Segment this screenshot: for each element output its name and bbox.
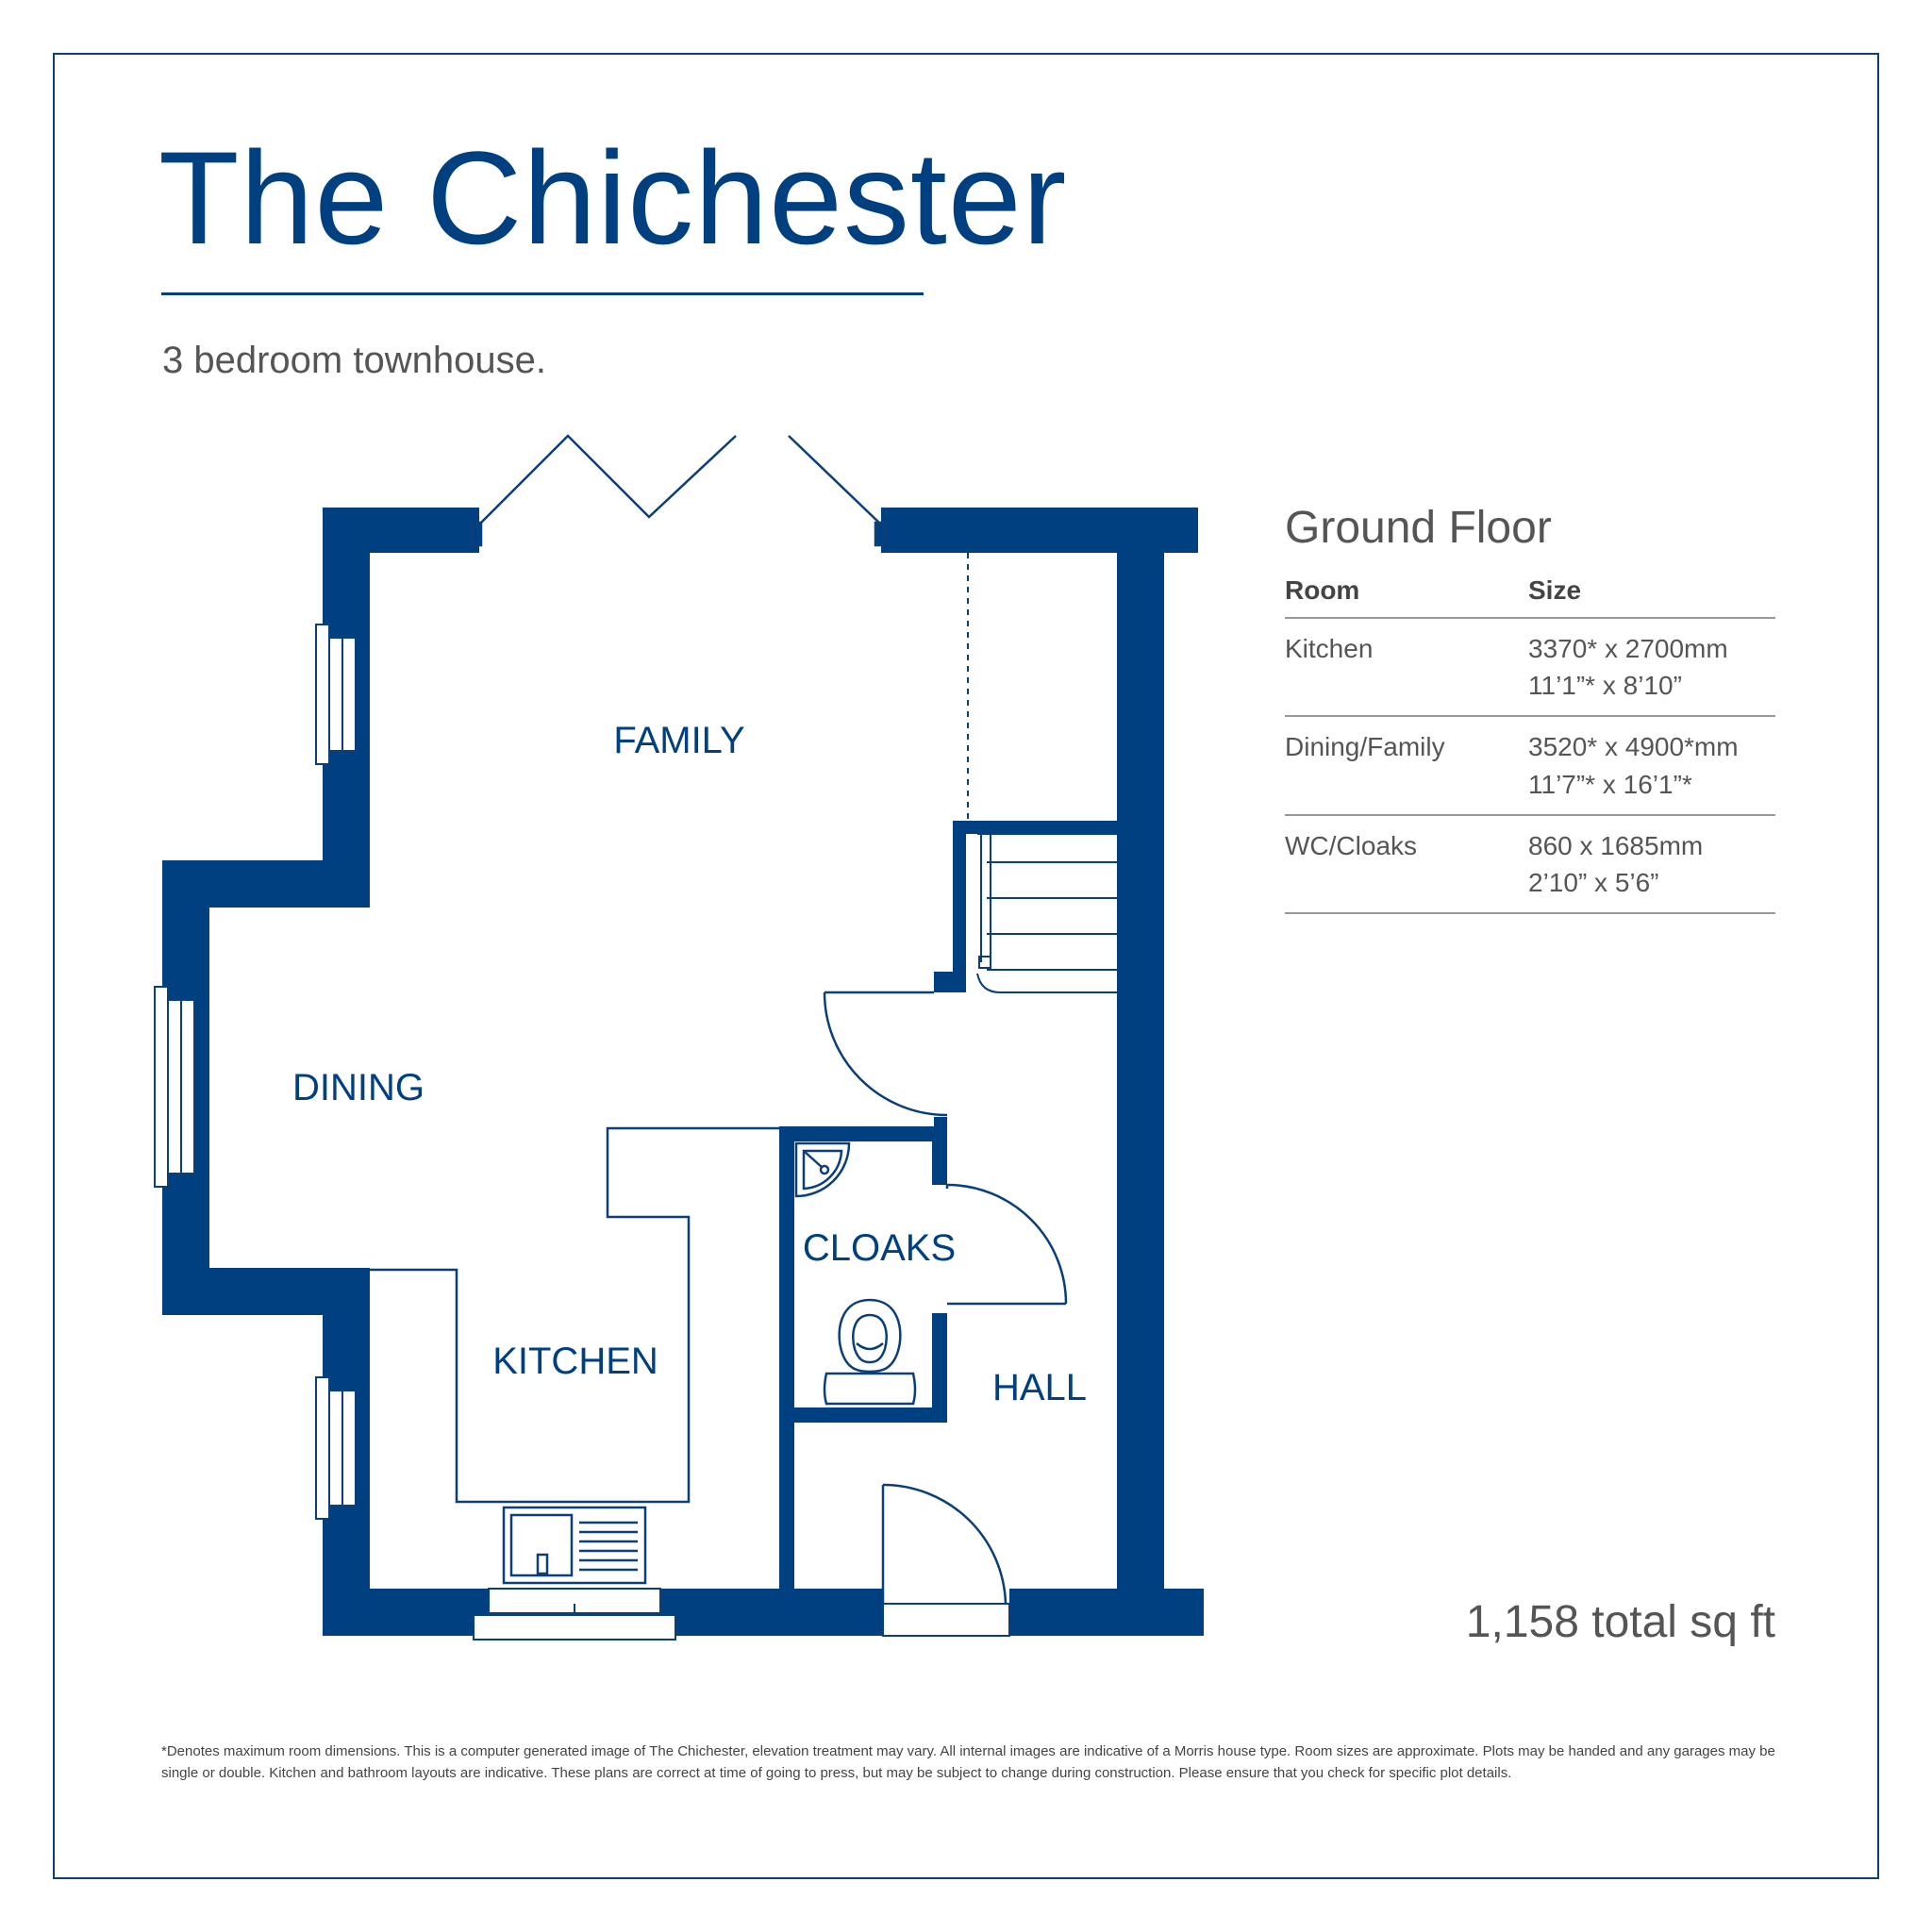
size-metric: 3520* x 4900*mm xyxy=(1528,732,1739,762)
bifold-doors xyxy=(470,434,887,547)
size-metric: 860 x 1685mm xyxy=(1528,830,1704,860)
basin-icon xyxy=(794,1141,851,1198)
room-label-cloaks: CLOAKS xyxy=(803,1227,956,1269)
size-metric: 3370* x 2700mm xyxy=(1528,634,1728,663)
page-subtitle: 3 bedroom townhouse. xyxy=(162,340,546,381)
total-area: 1,158 total sq ft xyxy=(1465,1597,1775,1647)
door-swings xyxy=(823,991,1068,1605)
room-label-hall: HALL xyxy=(992,1367,1087,1408)
floor-heading: Ground Floor xyxy=(1285,503,1552,553)
stairs xyxy=(967,553,1119,993)
page-border xyxy=(53,53,1879,1879)
room-label-kitchen: KITCHEN xyxy=(492,1341,658,1382)
room-name: Kitchen xyxy=(1285,618,1528,718)
table-row: Kitchen 3370* x 2700mm 11’1”* x 8’10” xyxy=(1285,618,1775,718)
room-size: 860 x 1685mm 2’10” x 5’6” xyxy=(1528,814,1775,915)
title-underline xyxy=(161,292,924,295)
room-label-family: FAMILY xyxy=(613,720,744,761)
room-size: 3370* x 2700mm 11’1”* x 8’10” xyxy=(1528,618,1775,718)
footnote-disclaimer: *Denotes maximum room dimensions. This i… xyxy=(161,1743,1775,1781)
toilet-icon xyxy=(823,1298,917,1406)
size-imperial: 11’1”* x 8’10” xyxy=(1528,671,1682,701)
sink xyxy=(502,1506,647,1585)
page-title: The Chichester xyxy=(158,124,1068,272)
size-imperial: 11’7”* x 16’1”* xyxy=(1528,769,1692,799)
window-details xyxy=(180,638,575,1613)
column-header-room: Room xyxy=(1285,570,1528,619)
room-name: WC/Cloaks xyxy=(1285,814,1528,915)
room-schedule-table: Room Size Kitchen 3370* x 2700mm 11’1”* … xyxy=(1285,570,1775,915)
table-row: Dining/Family 3520* x 4900*mm 11’7”* x 1… xyxy=(1285,716,1775,816)
room-size: 3520* x 4900*mm 11’7”* x 16’1”* xyxy=(1528,716,1775,816)
walls xyxy=(162,508,1204,1636)
table-header-row: Room Size xyxy=(1285,570,1775,619)
room-label-dining: DINING xyxy=(292,1067,425,1108)
table-row: WC/Cloaks 860 x 1685mm 2’10” x 5’6” xyxy=(1285,814,1775,915)
kitchen-worktop xyxy=(370,1126,779,1504)
column-header-size: Size xyxy=(1528,570,1775,619)
size-imperial: 2’10” x 5’6” xyxy=(1528,867,1659,897)
room-name: Dining/Family xyxy=(1285,716,1528,816)
